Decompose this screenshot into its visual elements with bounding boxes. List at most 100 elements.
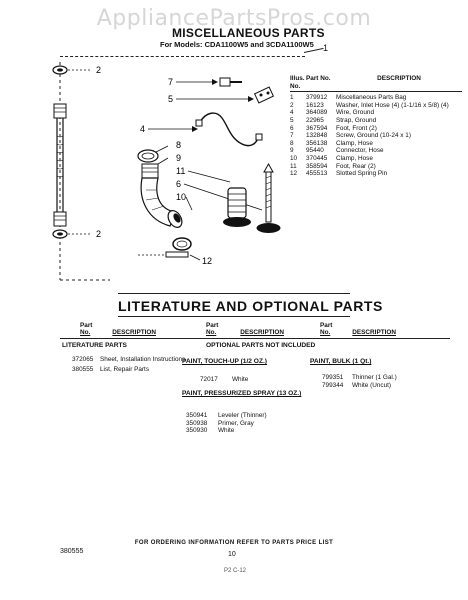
lit-col-header: Part No.DESCRIPTION	[68, 322, 156, 336]
bulk-heading: PAINT, BULK (1 Qt.)	[310, 358, 372, 365]
rear-foot	[223, 187, 251, 227]
bulk-col-no: No.	[320, 329, 331, 336]
lit-header-rule	[60, 338, 450, 339]
bulk-part-no: 799344	[322, 381, 344, 389]
page-title: MISCELLANEOUS PARTS	[172, 26, 325, 40]
spray-desc: White	[218, 427, 235, 435]
part-no-cell: 370445	[306, 154, 328, 162]
touchup-desc: White	[232, 376, 249, 383]
header-description: DESCRIPTION	[377, 75, 421, 82]
illus-no-cell: 9	[290, 147, 294, 155]
illus-no-cell: 2	[290, 101, 294, 109]
description-cell: Foot, Front (2)	[336, 124, 377, 132]
literature-title: LITERATURE AND OPTIONAL PARTS	[118, 298, 383, 314]
parts-table-row: 2 16123 Washer, Inlet Hose (4) (1-1/16 x 5…	[290, 102, 462, 110]
spray-row: 350938 Primer, Gray	[186, 420, 267, 428]
parts-diagram: 2 2 7 5 4 8 9	[52, 60, 281, 281]
part-no-cell: 364089	[306, 109, 328, 117]
lit-desc: List, Repair Parts	[100, 365, 150, 373]
opt-col-part: Part	[206, 322, 219, 329]
description-cell: Washer, Inlet Hose (4) (1-1/16 x 5/8) (4…	[336, 101, 449, 109]
part-no-cell: 16123	[306, 101, 324, 109]
part-no-cell: 22965	[306, 116, 324, 124]
lit-row: 380555 List, Repair Parts	[72, 366, 192, 374]
spray-part-no: 350941	[186, 412, 208, 419]
callout-11: 11	[176, 166, 185, 176]
description-cell: Wire, Ground	[336, 109, 375, 117]
front-foot	[256, 162, 281, 233]
callout-2-top: 2	[96, 65, 101, 75]
inlet-washer-top	[52, 65, 90, 75]
illus-no-cell: 10	[290, 154, 298, 162]
spray-part-no: 350930	[186, 427, 208, 435]
header-part-no: Part No.	[306, 75, 331, 82]
description-cell: Clamp, Hose	[336, 154, 373, 162]
spray-rows: 350941 Leveler (Thinner) 350938 Primer, …	[186, 412, 267, 435]
description-cell: Strap, Ground	[336, 116, 377, 124]
lit-desc: Sheet, Installation Instructions	[100, 356, 186, 363]
bulk-desc: White (Uncut)	[352, 381, 392, 389]
optional-parts-note: OPTIONAL PARTS NOT INCLUDED	[206, 342, 316, 349]
callout-10: 10	[176, 192, 186, 202]
part-no-cell: 455513	[306, 170, 328, 178]
hose-connector	[141, 163, 159, 179]
ground-screw	[219, 77, 242, 87]
spray-desc: Leveler (Thinner)	[218, 412, 267, 419]
bulk-row: 799344 White (Uncut)	[322, 382, 397, 390]
illus-no-cell: 4	[290, 109, 294, 117]
description-cell: Foot, Rear (2)	[336, 162, 376, 170]
section-rule-top	[118, 293, 350, 294]
illus-no-cell: 11	[290, 162, 297, 170]
lit-part-no: 372065	[72, 356, 94, 363]
part-no-cell: 95440	[306, 147, 324, 155]
bulk-rows: 799351 Thinner (1 Gal.) 799344 White (Un…	[322, 374, 397, 389]
spray-desc: Primer, Gray	[218, 419, 254, 427]
part-no-cell: 356138	[306, 139, 328, 147]
bottom-mark: P2 C-12	[224, 568, 247, 574]
bulk-part-no: 799351	[322, 374, 344, 381]
watermark: AppliancePartsPros.com	[96, 6, 372, 31]
section-rule-bottom	[118, 316, 350, 317]
spray-heading: PAINT, PRESSURIZED SPRAY (13 OZ.)	[182, 390, 302, 397]
callout-4: 4	[140, 124, 145, 134]
document-number: 380555	[60, 548, 84, 555]
callout-6: 6	[176, 179, 181, 189]
callout-8: 8	[176, 140, 181, 150]
illus-no-cell: 6	[290, 124, 294, 132]
illus-no-cell: 7	[290, 132, 294, 140]
elbow-hose	[140, 177, 183, 228]
spray-part-no: 350938	[186, 419, 208, 427]
illus-no-cell: 12	[290, 170, 298, 178]
part-no-cell: 379912	[306, 94, 328, 102]
spray-row: 350941 Leveler (Thinner)	[186, 412, 267, 420]
lit-col-desc: DESCRIPTION	[112, 329, 156, 336]
literature-rows: 372065 Sheet, Installation Instructions …	[72, 356, 192, 373]
opt-col-desc: DESCRIPTION	[240, 329, 284, 336]
diagram-bracket-line	[60, 56, 305, 57]
callout-7: 7	[168, 77, 173, 87]
parts-table-row: 11 358594 Foot, Rear (2)	[290, 163, 462, 171]
part-no-cell: 358594	[306, 162, 328, 170]
ordering-info: FOR ORDERING INFORMATION REFER TO PARTS …	[134, 540, 334, 546]
bulk-desc: Thinner (1 Gal.)	[352, 374, 397, 381]
model-subtitle: For Models: CDA1100W5 and 3CDA1100W5	[160, 40, 314, 49]
callout-9: 9	[176, 153, 181, 163]
lit-row: 372065 Sheet, Installation Instructions	[72, 356, 192, 364]
callout-5: 5	[168, 94, 173, 104]
lit-part-no: 380555	[72, 365, 94, 373]
touchup-row: 72017 White	[200, 376, 248, 384]
opt-col-no: No.	[206, 329, 217, 336]
header-illus-no: Illus. No.	[290, 75, 305, 90]
callout-12: 12	[202, 256, 212, 266]
lit-col-part: Part	[80, 322, 93, 329]
hose-clamp-lower	[172, 237, 192, 251]
spring-pin	[138, 251, 201, 261]
